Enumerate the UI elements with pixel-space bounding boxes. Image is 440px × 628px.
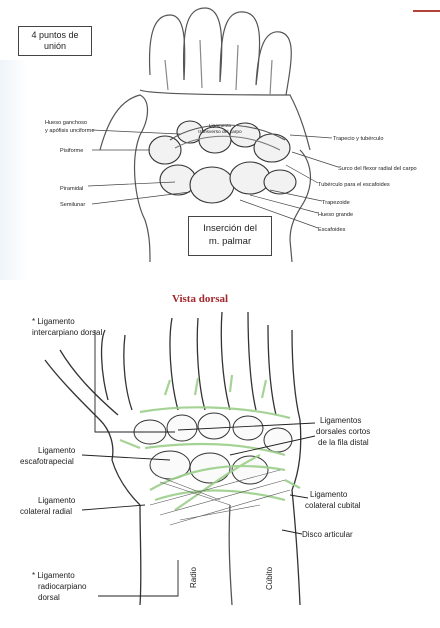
label-tuberculo-escafoides: Tubérculo para el escafoides (318, 182, 390, 188)
label-apofisis-unciforme: y apófisis unciforme (45, 128, 94, 134)
label-piramidal: Piramidal (60, 186, 83, 192)
label-trapecio: Trapecio y tubérculo (333, 136, 383, 142)
label-escafotrapecial-1: Ligamento (38, 446, 76, 455)
dorsal-title: Vista dorsal (172, 293, 228, 305)
callout-4-puntos-line1: 4 puntos de (19, 30, 91, 41)
label-colateral-cubital-1: Ligamento (310, 490, 348, 499)
label-escafoides: Escafoides (318, 227, 346, 233)
label-ligamento-transverso: Ligamento (209, 123, 232, 129)
callout-insercion-palmar: Inserción del m. palmar (188, 216, 272, 256)
label-radiocarpiano-3: dorsal (38, 593, 60, 602)
label-radiocarpiano-1: * Ligamento (32, 571, 75, 580)
label-colateral-radial-2: colateral radial (20, 507, 72, 516)
label-surco-flexor: Surco del flexor radial del carpo (338, 166, 417, 172)
label-hueso-grande: Hueso grande (318, 212, 353, 218)
label-disco-articular: Disco articular (302, 530, 353, 539)
label-semilunar: Semilunar (60, 202, 85, 208)
callout-4-puntos-line2: unión (19, 41, 91, 52)
label-radio: Radio (189, 567, 198, 588)
label-intercarpiano-1: * Ligamento (32, 317, 75, 326)
label-hueso-ganchoso: Hueso ganchoso (45, 120, 87, 126)
label-colateral-cubital-2: colateral cubital (305, 501, 361, 510)
callout-insercion-line1: Inserción del (189, 222, 271, 235)
label-radiocarpiano-2: radiocarpiano (38, 582, 87, 591)
label-dorsales-cortos-3: de la fila distal (318, 438, 369, 447)
label-trapezoide: Trapezoide (322, 200, 350, 206)
label-colateral-radial-1: Ligamento (38, 496, 76, 505)
label-ligamento-transverso-2: transverso del carpo (198, 129, 242, 135)
label-cubito: Cúbito (265, 566, 274, 590)
label-intercarpiano-2: intercarpiano dorsal (32, 328, 102, 337)
label-escafotrapecial-2: escafotrapecial (20, 457, 74, 466)
label-dorsales-cortos-2: dorsales cortos (316, 427, 370, 436)
callout-4-puntos: 4 puntos de unión (18, 26, 92, 56)
callout-insercion-line2: m. palmar (189, 235, 271, 248)
label-pisiforme: Pisiforme (60, 148, 83, 154)
label-dorsales-cortos-1: Ligamentos (320, 416, 361, 425)
